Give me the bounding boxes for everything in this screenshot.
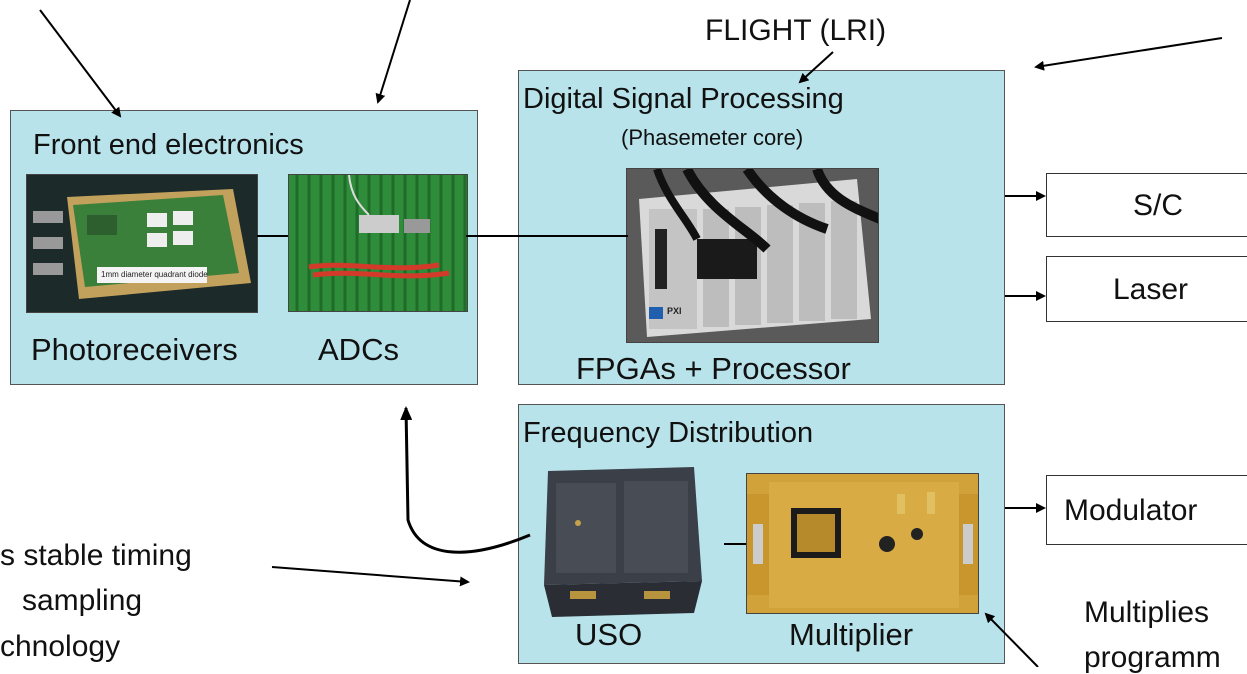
photo-caption: 1mm diameter quadrant diode <box>101 270 208 279</box>
adcs-label: ADCs <box>318 332 399 367</box>
digital-signal-processing-block: Digital Signal Processing (Phasemeter co… <box>518 70 1005 385</box>
pxi-chassis-photo: PXI <box>626 168 879 343</box>
flight-annotation: FLIGHT (LRI) <box>705 14 887 47</box>
uso-to-frontend-arrow <box>400 406 531 554</box>
photoreceivers-label: Photoreceivers <box>31 332 238 367</box>
uso-photo <box>524 463 724 621</box>
output-sc-label: S/C <box>1133 189 1184 222</box>
pointer-timing <box>271 566 470 587</box>
dsp-bottom-label: FPGAs + Processor <box>576 351 851 386</box>
multiplier-annotation-line2: programm <box>1084 641 1221 674</box>
output-laser-box: Laser <box>1046 256 1247 322</box>
pxi-badge: PXI <box>667 306 682 316</box>
frequency-distribution-block: Frequency Distribution USO Multiplie <box>518 404 1005 664</box>
output-modulator-label: Modulator <box>1064 494 1198 527</box>
pointer-photoreceivers <box>39 9 122 118</box>
multiplier-label: Multiplier <box>789 617 914 652</box>
multiplier-annotation-line1: Multiplies <box>1084 596 1210 629</box>
freq-title: Frequency Distribution <box>523 417 814 449</box>
timing-annotation-line2: sampling <box>22 584 143 617</box>
output-sc-box: S/C <box>1046 173 1247 237</box>
output-modulator-box: Modulator <box>1046 475 1247 545</box>
timing-annotation-line1: s stable timing <box>0 539 192 572</box>
photoreceiver-photo: 1mm diameter quadrant diode <box>26 174 258 313</box>
timing-annotation-line3: chnology <box>0 630 121 663</box>
pointer-adcs <box>375 0 411 104</box>
front-end-electronics-block: Front end electronics 1mm diameter quadr… <box>10 110 478 385</box>
multiplier-photo <box>746 473 979 614</box>
adc-board-photo <box>288 174 468 312</box>
dsp-subtitle: (Phasemeter core) <box>621 125 804 150</box>
dsp-title: Digital Signal Processing <box>523 83 844 115</box>
output-laser-label: Laser <box>1113 273 1189 306</box>
front-end-title: Front end electronics <box>33 129 304 161</box>
uso-label: USO <box>575 617 643 652</box>
pointer-dsp-top-right <box>1034 37 1223 71</box>
